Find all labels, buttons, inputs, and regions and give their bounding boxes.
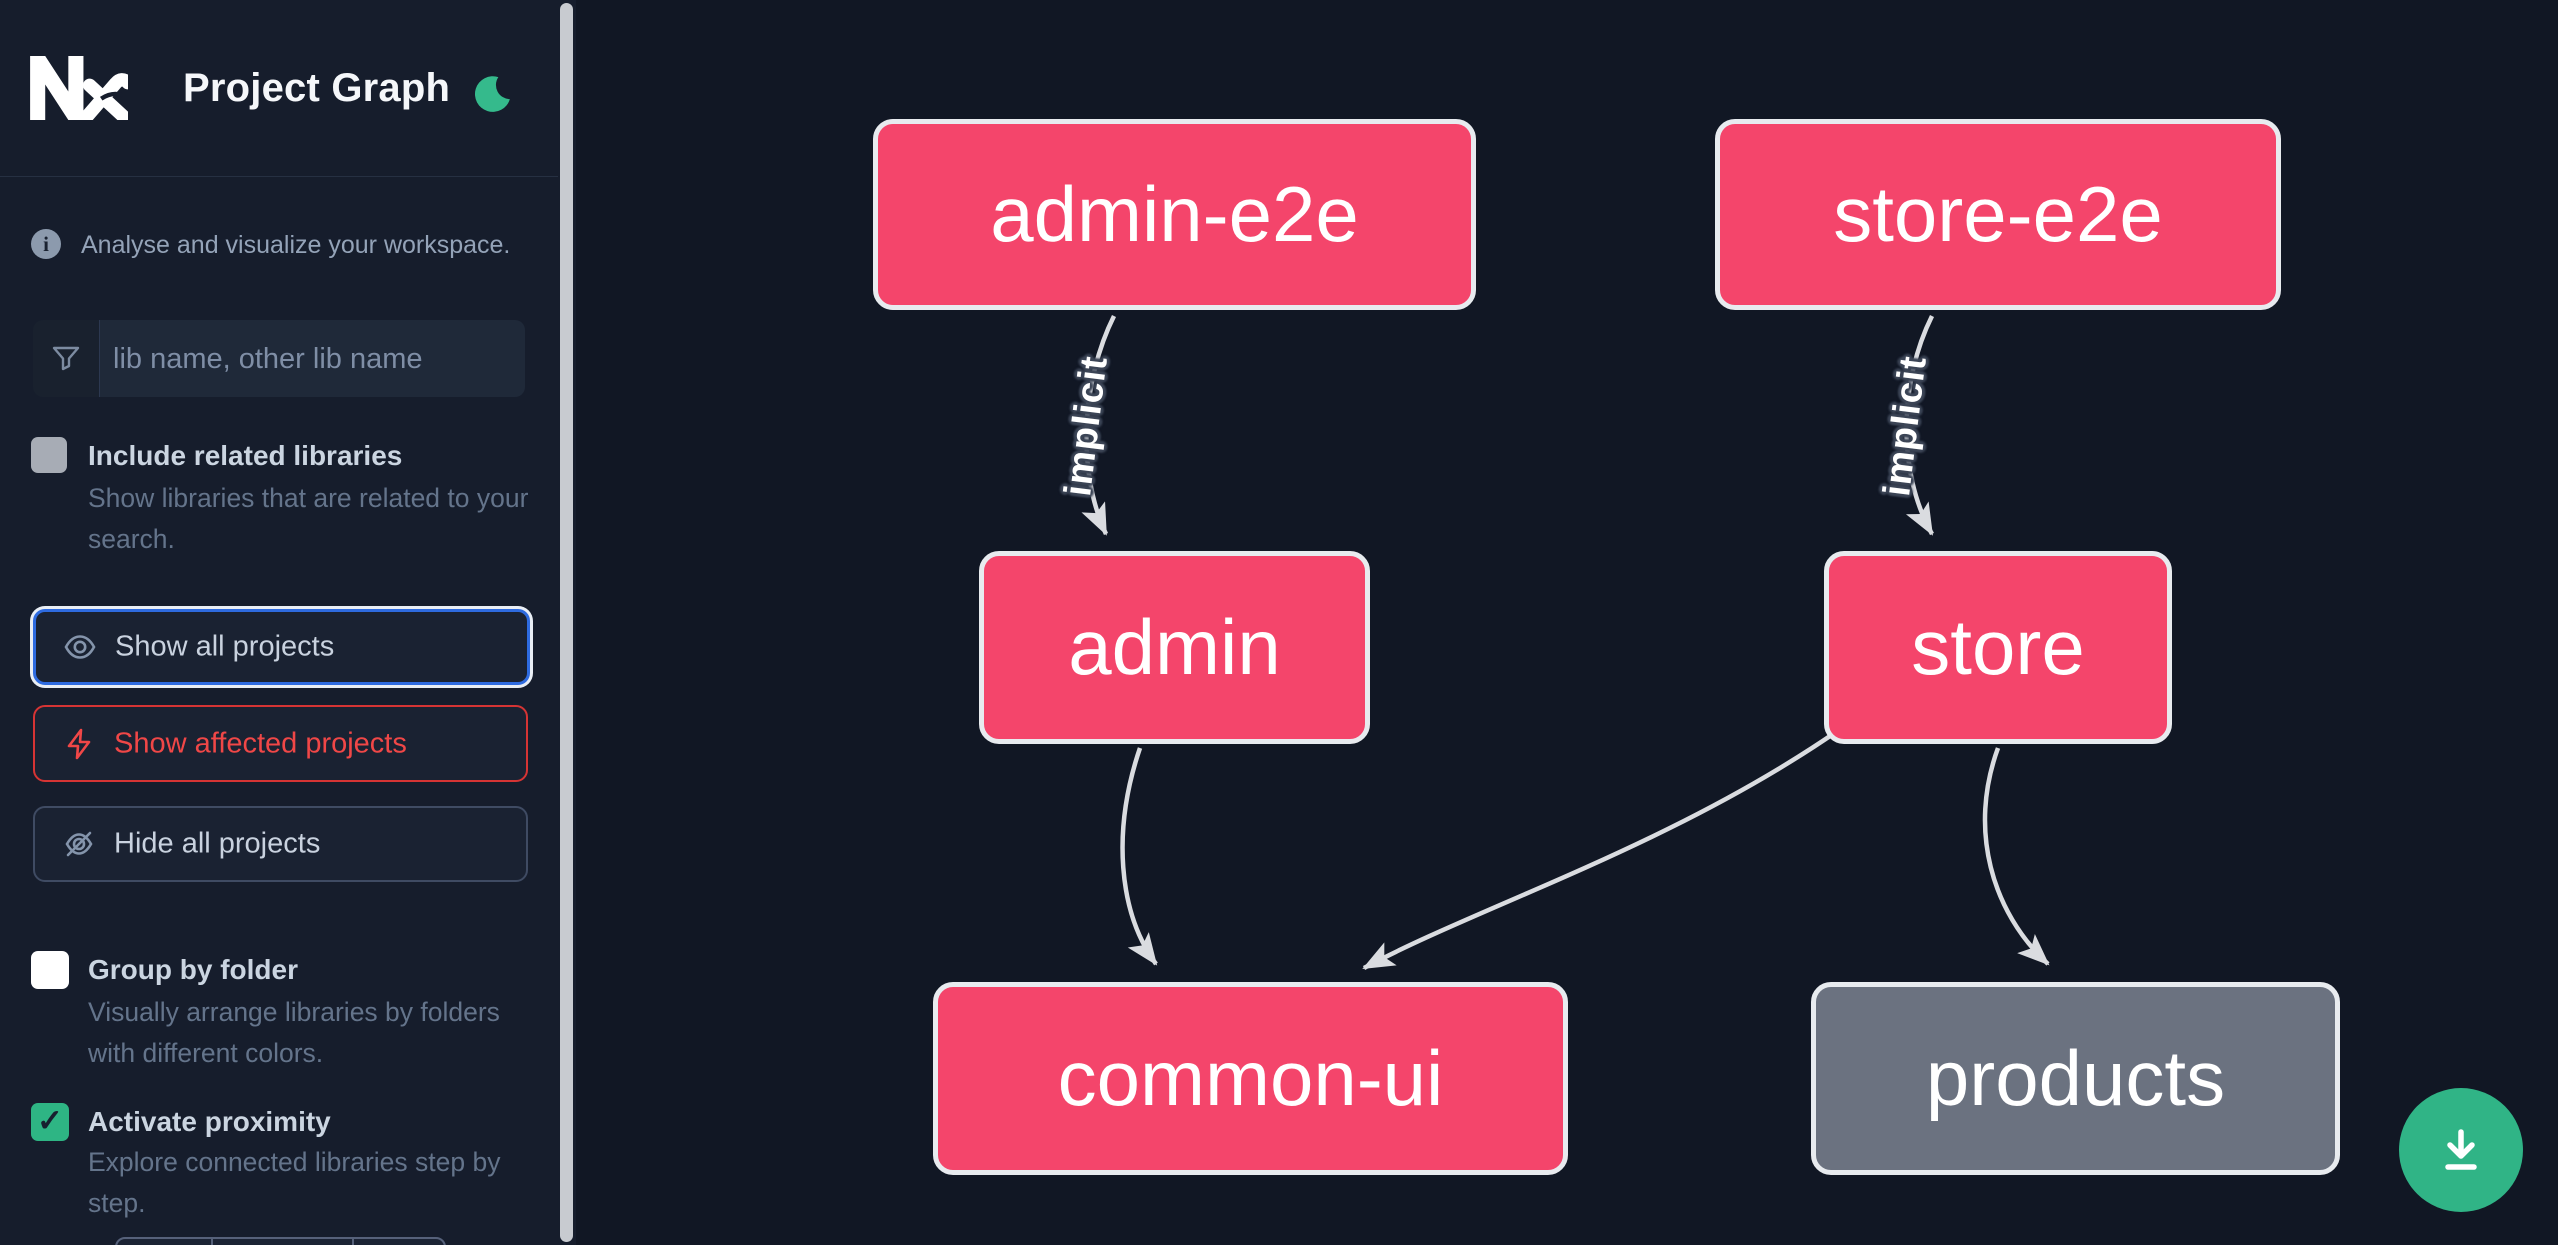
graph-node-store[interactable]: store bbox=[1824, 551, 2172, 744]
sidebar-header: Project Graph bbox=[0, 0, 558, 176]
show-all-projects-label: Show all projects bbox=[115, 630, 335, 663]
sidebar-scrollbar[interactable] bbox=[560, 3, 573, 1242]
include-related-label: Include related libraries bbox=[88, 440, 403, 471]
show-all-projects-button[interactable]: Show all projects bbox=[33, 609, 530, 685]
node-label: common-ui bbox=[1057, 1034, 1444, 1122]
activate-proximity-block: ✓ Activate proximity Explore connected l… bbox=[31, 1103, 531, 1228]
theme-toggle-button[interactable] bbox=[470, 74, 512, 118]
download-button[interactable] bbox=[2399, 1088, 2523, 1212]
funnel-cell bbox=[33, 320, 100, 397]
tagline-text: Analyse and visualize your workspace. bbox=[81, 231, 511, 259]
node-label: store-e2e bbox=[1833, 170, 2163, 258]
funnel-icon bbox=[52, 346, 80, 371]
tagline-row: i Analyse and visualize your workspace. bbox=[31, 228, 531, 262]
page-title: Project Graph bbox=[183, 66, 451, 110]
sidebar: Project Graph i Analyse and visualize yo… bbox=[0, 0, 576, 1245]
show-affected-projects-label: Show affected projects bbox=[114, 727, 407, 759]
nx-logo bbox=[30, 56, 128, 120]
download-icon bbox=[2445, 1129, 2477, 1170]
node-label: admin bbox=[1068, 603, 1281, 691]
bolt-icon bbox=[67, 728, 91, 759]
moon-icon bbox=[474, 76, 510, 112]
header-divider bbox=[0, 176, 558, 177]
graph-node-products[interactable]: products bbox=[1811, 982, 2340, 1175]
include-related-description: Show libraries that are related to your … bbox=[88, 483, 529, 554]
proximity-stepper[interactable] bbox=[115, 1237, 446, 1245]
checkmark: ✓ bbox=[37, 1103, 63, 1138]
search-box bbox=[33, 320, 525, 399]
search-input[interactable] bbox=[111, 320, 515, 399]
node-label: products bbox=[1925, 1034, 2226, 1122]
eye-icon bbox=[64, 635, 96, 659]
node-label: admin-e2e bbox=[990, 170, 1359, 258]
group-by-folder-block: Group by folder Visually arrange librari… bbox=[31, 951, 531, 1076]
activate-proximity-label: Activate proximity bbox=[88, 1106, 331, 1137]
include-related-checkbox[interactable] bbox=[31, 437, 67, 473]
graph-node-admin[interactable]: admin bbox=[979, 551, 1370, 744]
node-label: store bbox=[1911, 603, 2085, 691]
graph-node-admin-e2e[interactable]: admin-e2e bbox=[873, 119, 1476, 310]
group-by-folder-description: Visually arrange libraries by folders wi… bbox=[88, 997, 500, 1068]
graph-node-common-ui[interactable]: common-ui bbox=[933, 982, 1568, 1175]
group-by-folder-label: Group by folder bbox=[88, 954, 298, 985]
hide-all-projects-button[interactable]: Hide all projects bbox=[33, 806, 528, 882]
activate-proximity-checkbox[interactable]: ✓ bbox=[31, 1103, 69, 1141]
show-affected-projects-button[interactable]: Show affected projects bbox=[33, 705, 528, 782]
stepper-value bbox=[211, 1239, 352, 1245]
eye-off-icon bbox=[65, 831, 93, 857]
info-icon: i bbox=[31, 229, 61, 259]
graph-node-store-e2e[interactable]: store-e2e bbox=[1715, 119, 2281, 310]
activate-proximity-description: Explore connected libraries step by step… bbox=[88, 1147, 501, 1218]
hide-all-projects-label: Hide all projects bbox=[114, 827, 321, 860]
stepper-decrement[interactable] bbox=[117, 1239, 211, 1245]
group-by-folder-checkbox[interactable] bbox=[31, 951, 69, 989]
stepper-increment[interactable] bbox=[352, 1239, 440, 1245]
include-related-block: Include related libraries Show libraries… bbox=[31, 437, 531, 567]
